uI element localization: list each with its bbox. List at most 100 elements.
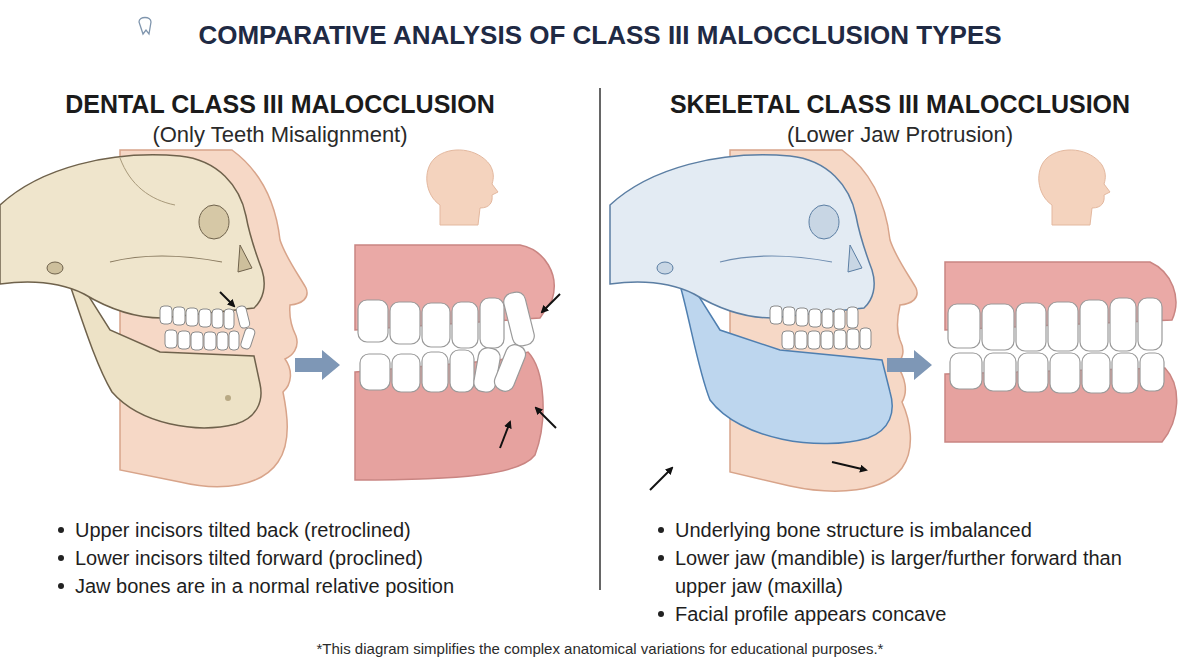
drawing-part [191,332,203,350]
drawing-part [848,245,862,272]
panel-subtitle: (Lower Jaw Protrusion) [787,120,1013,150]
drawing-part [199,205,229,239]
drawing-part [809,205,839,239]
bullet-text: Underlying bone structure is imbalanced [675,516,1032,544]
bullet-dot [58,583,64,589]
drawing-part [948,298,1164,393]
drawing-part [783,307,795,325]
skeletal-skull [610,150,917,491]
drawing-part [360,354,390,390]
drawing-part [1080,300,1108,351]
drawing-part [204,332,216,350]
bullet-text-box: Upper incisors tilted back (retroclined) [75,516,575,544]
title-box: COMPARATIVE ANALYSIS OF CLASS III MALOCC… [0,18,1200,52]
drawing-part [834,330,846,349]
drawing-part [795,331,807,349]
bullet-text: Jaw bones are in a normal relative posit… [75,572,454,600]
drawing-part [500,422,510,448]
bullet-dot [658,611,664,617]
bullet-dot [658,527,664,533]
drawing-part [984,353,1016,391]
drawing-part [1016,303,1046,351]
caption-box: *This diagram simplifies the complex ana… [0,638,1200,660]
drawing-part [492,342,529,394]
drawing-part [657,262,673,274]
drawing-part [178,331,190,349]
panel-heading: DENTAL CLASS III MALOCCLUSION [65,88,495,120]
drawing-part [165,330,177,348]
drawing-part [358,290,536,394]
drawing-part [834,309,845,329]
bullet-dot [658,555,664,561]
drawing-part [822,309,833,328]
bullet-dot [58,555,64,561]
drawing-part [450,350,474,392]
transition-arrow [887,350,932,380]
drawing-part [847,307,858,328]
drawing-part [1112,353,1138,393]
drawing-part [948,304,980,348]
drawing-part [796,308,808,326]
transition-arrow [295,350,340,380]
drawing-part [224,309,234,329]
drawing-part [1050,353,1080,393]
drawing-part [536,408,556,428]
drawing-part [110,256,222,262]
drawing-part [1138,298,1162,350]
drawing-part [1140,353,1164,391]
panel-heading: SKELETAL CLASS III MALOCCLUSION [670,88,1130,120]
head-icon [427,150,498,225]
drawing-part [502,290,536,348]
drawing-part [240,327,256,350]
drawing-part [199,309,211,327]
bullet-text: Facial profile appears concave [675,600,946,628]
panel-heading-box: DENTAL CLASS III MALOCCLUSION [20,88,540,120]
drawing-part [235,305,250,329]
drawing-part [220,292,234,306]
drawing-part [358,300,388,342]
bullet-text-box: Jaw bones are in a normal relative posit… [75,572,585,600]
drawing-part [809,309,821,327]
bullet-text-box: Facial profile appears concave [675,600,1165,628]
skeletal-closeup [945,262,1177,442]
drawing-part [452,302,478,348]
drawing-part [821,331,833,349]
drawing-part [860,328,871,349]
drawing-part [950,353,982,389]
head-icon [1039,150,1110,225]
drawing-part [120,158,175,205]
panel-subtitle-box: (Lower Jaw Protrusion) [630,120,1170,150]
drawing-part [610,155,874,318]
drawing-part [160,306,172,324]
drawing-part [847,329,859,349]
drawing-part [720,256,832,262]
drawing-part [770,306,782,324]
drawing-part [1048,302,1078,351]
caption: *This diagram simplifies the complex ana… [317,638,884,660]
drawing-part [225,395,231,401]
drawing-part [542,294,560,312]
title-icon [139,18,151,35]
panel-subtitle-box: (Only Teeth Misalignment) [20,120,540,150]
drawing-part [160,305,256,350]
bullet-text: Lower incisors tilted forward (proclined… [75,544,423,572]
bullet-text: Upper incisors tilted back (retroclined) [75,516,411,544]
bullet-text-box: Lower incisors tilted forward (proclined… [75,544,575,572]
drawing-part [1082,353,1110,393]
drawing-part [480,298,504,348]
drawing-part [186,308,198,326]
column-divider [599,88,601,590]
drawing-part [0,155,264,318]
drawing-part [229,331,239,350]
bullet-dot [58,527,64,533]
drawing-part [782,331,794,349]
bullet-text-box: Underlying bone structure is imbalanced [675,516,1165,544]
panel-heading-box: SKELETAL CLASS III MALOCCLUSION [630,88,1170,120]
drawing-part [422,303,450,347]
drawing-part [173,307,185,325]
dental-closeup [355,245,560,480]
drawing-part [217,332,228,350]
dental-skull [0,150,307,487]
drawing-part [422,352,448,392]
